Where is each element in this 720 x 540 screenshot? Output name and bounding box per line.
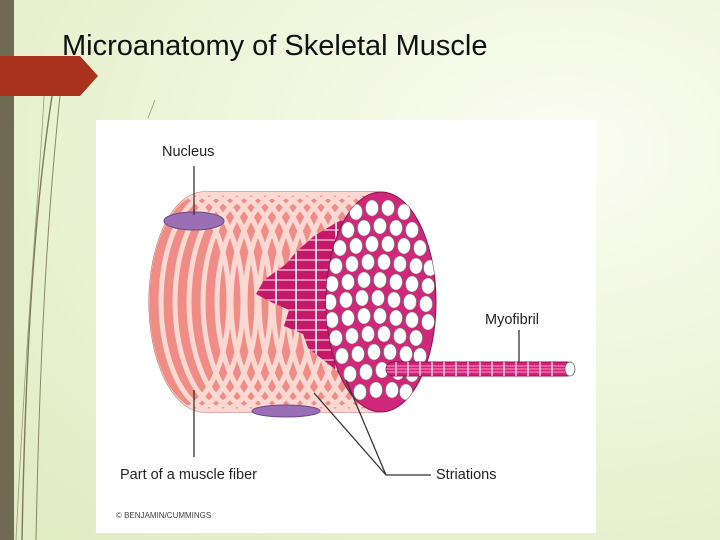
copyright-text: © BENJAMIN/CUMMINGS — [116, 511, 211, 520]
muscle-fiber-figure: Nucleus Myofibril Part of a muscle fiber… — [96, 120, 596, 533]
myofibril-label: Myofibril — [485, 312, 539, 328]
single-myofibril-rod — [385, 361, 576, 377]
title-accent-tab — [0, 56, 98, 96]
nucleus-bottom — [251, 404, 321, 418]
fiber-cross-section — [325, 191, 437, 413]
figure-diagram: Nucleus Myofibril Part of a muscle fiber… — [116, 144, 576, 520]
muscle-fiber-label: Part of a muscle fiber — [120, 467, 257, 483]
slide-left-bar — [0, 0, 14, 540]
striations-label: Striations — [436, 467, 496, 483]
nucleus-label: Nucleus — [162, 144, 214, 160]
slide-title: Microanatomy of Skeletal Muscle — [62, 30, 488, 62]
label-leader-lines — [193, 166, 520, 476]
